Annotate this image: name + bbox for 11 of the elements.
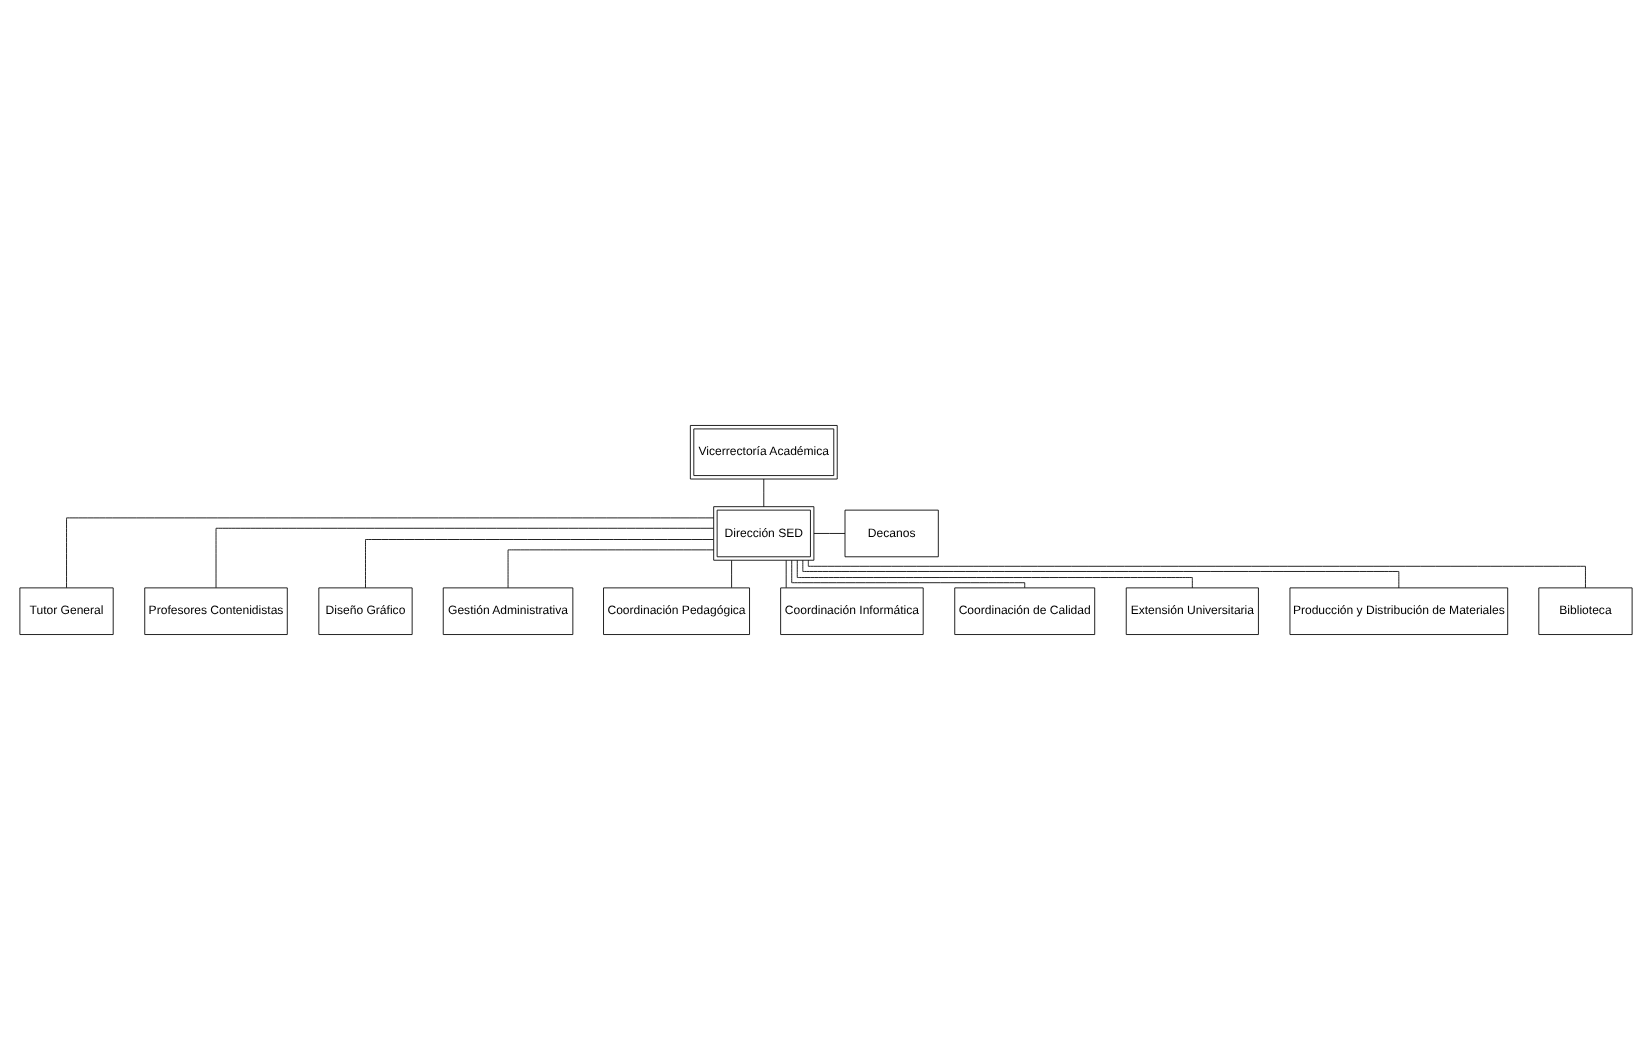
connector	[791, 559, 1026, 589]
connector	[785, 560, 787, 589]
connector	[796, 559, 1193, 589]
connector	[802, 559, 1400, 589]
connector	[215, 527, 714, 589]
connector	[66, 517, 715, 589]
connector	[507, 549, 714, 589]
connector	[763, 478, 765, 508]
connector	[731, 560, 733, 589]
connector	[365, 539, 714, 589]
connector	[813, 533, 846, 534]
